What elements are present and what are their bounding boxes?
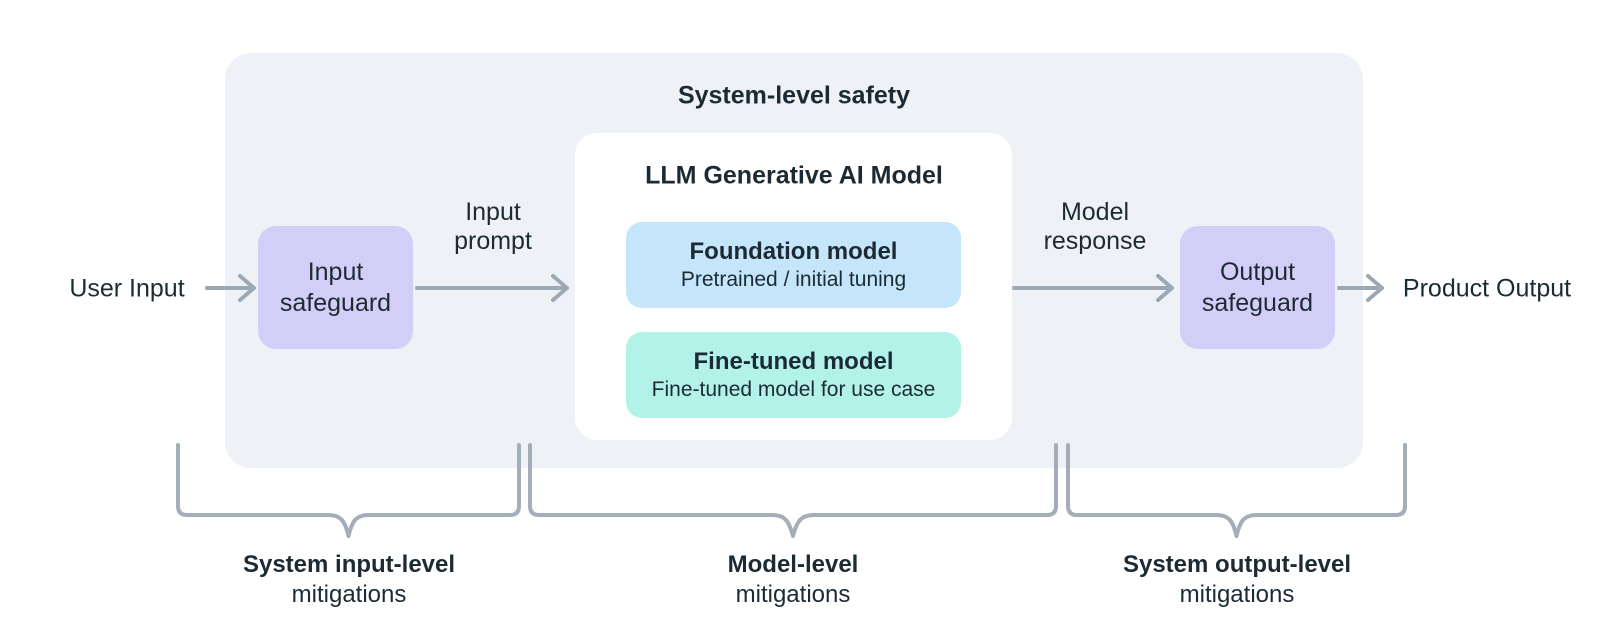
- foundation-model-title: Foundation model: [689, 238, 898, 265]
- input-safeguard-label: Input safeguard: [279, 257, 392, 317]
- model-level-mitigations: Model-level mitigations: [728, 550, 859, 610]
- fine-tuned-model-title: Fine-tuned model: [693, 348, 894, 375]
- mitigation-title: Model-level: [727, 551, 859, 578]
- fine-tuned-model-card: Fine-tuned model Fine-tuned model for us…: [626, 332, 961, 418]
- input-safeguard-node: Input safeguard: [258, 226, 413, 349]
- foundation-model-subtitle: Pretrained / initial tuning: [680, 268, 907, 291]
- system-level-safety-title: System-level safety: [677, 81, 911, 110]
- system-output-level-mitigations: System output-level mitigations: [1123, 550, 1351, 610]
- mitigation-title: System output-level: [1122, 551, 1352, 578]
- output-safeguard-node: Output safeguard: [1180, 226, 1335, 349]
- user-input-label: User Input: [69, 274, 185, 303]
- product-output-label: Product Output: [1402, 274, 1572, 303]
- mitigation-subtitle: mitigations: [735, 581, 851, 608]
- mitigation-subtitle: mitigations: [1179, 581, 1295, 608]
- llm-model-title: LLM Generative AI Model: [645, 161, 943, 190]
- model-response-label: Model response: [1043, 198, 1147, 255]
- mitigation-subtitle: mitigations: [291, 581, 407, 608]
- input-prompt-label: Input prompt: [454, 198, 532, 255]
- mitigation-title: System input-level: [242, 551, 456, 578]
- system-input-level-mitigations: System input-level mitigations: [243, 550, 455, 610]
- fine-tuned-model-subtitle: Fine-tuned model for use case: [651, 378, 936, 401]
- output-safeguard-label: Output safeguard: [1201, 257, 1314, 317]
- foundation-model-card: Foundation model Pretrained / initial tu…: [626, 222, 961, 308]
